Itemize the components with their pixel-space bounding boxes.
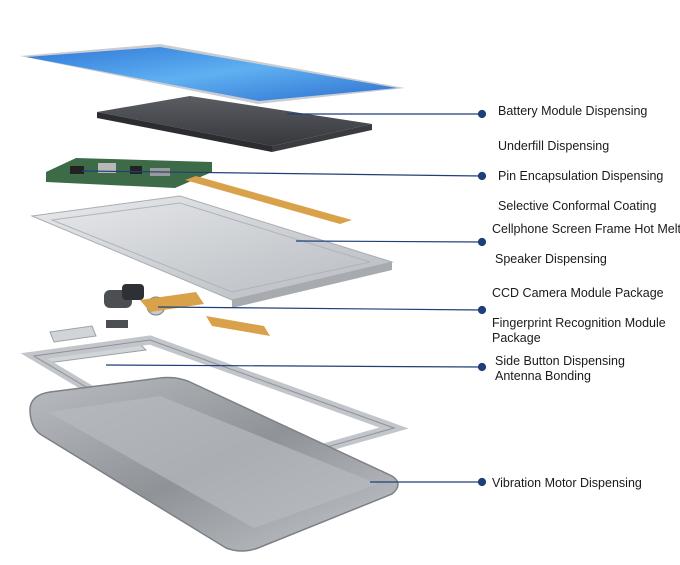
label-ccd-camera: CCD Camera Module Package: [492, 286, 664, 300]
pcb-board: [46, 158, 212, 188]
label-speaker: Speaker Dispensing: [495, 252, 607, 266]
battery-module: [97, 96, 372, 152]
label-battery-module: Battery Module Dispensing: [498, 104, 648, 118]
flex-cable: [185, 176, 352, 224]
label-fingerprint-line1: Fingerprint Recognition Module: [492, 316, 666, 330]
camera-speaker-parts: [104, 284, 270, 336]
label-antenna: Antenna Bonding: [495, 369, 591, 383]
label-fingerprint-line2: Package: [492, 331, 541, 345]
screen-panel: [20, 44, 405, 104]
leader-lines: [81, 109, 487, 487]
label-screen-frame: Cellphone Screen Frame Hot Melt: [492, 222, 680, 236]
label-underfill: Underfill Dispensing: [498, 139, 610, 153]
label-pin-encapsulation: Pin Encapsulation Dispensing: [498, 169, 664, 183]
back-case: [29, 376, 399, 552]
middle-frame: [30, 195, 394, 308]
label-side-button: Side Button Dispensing: [495, 354, 625, 368]
label-conformal-coating: Selective Conformal Coating: [498, 199, 657, 213]
label-vibration-motor: Vibration Motor Dispensing: [492, 476, 642, 490]
